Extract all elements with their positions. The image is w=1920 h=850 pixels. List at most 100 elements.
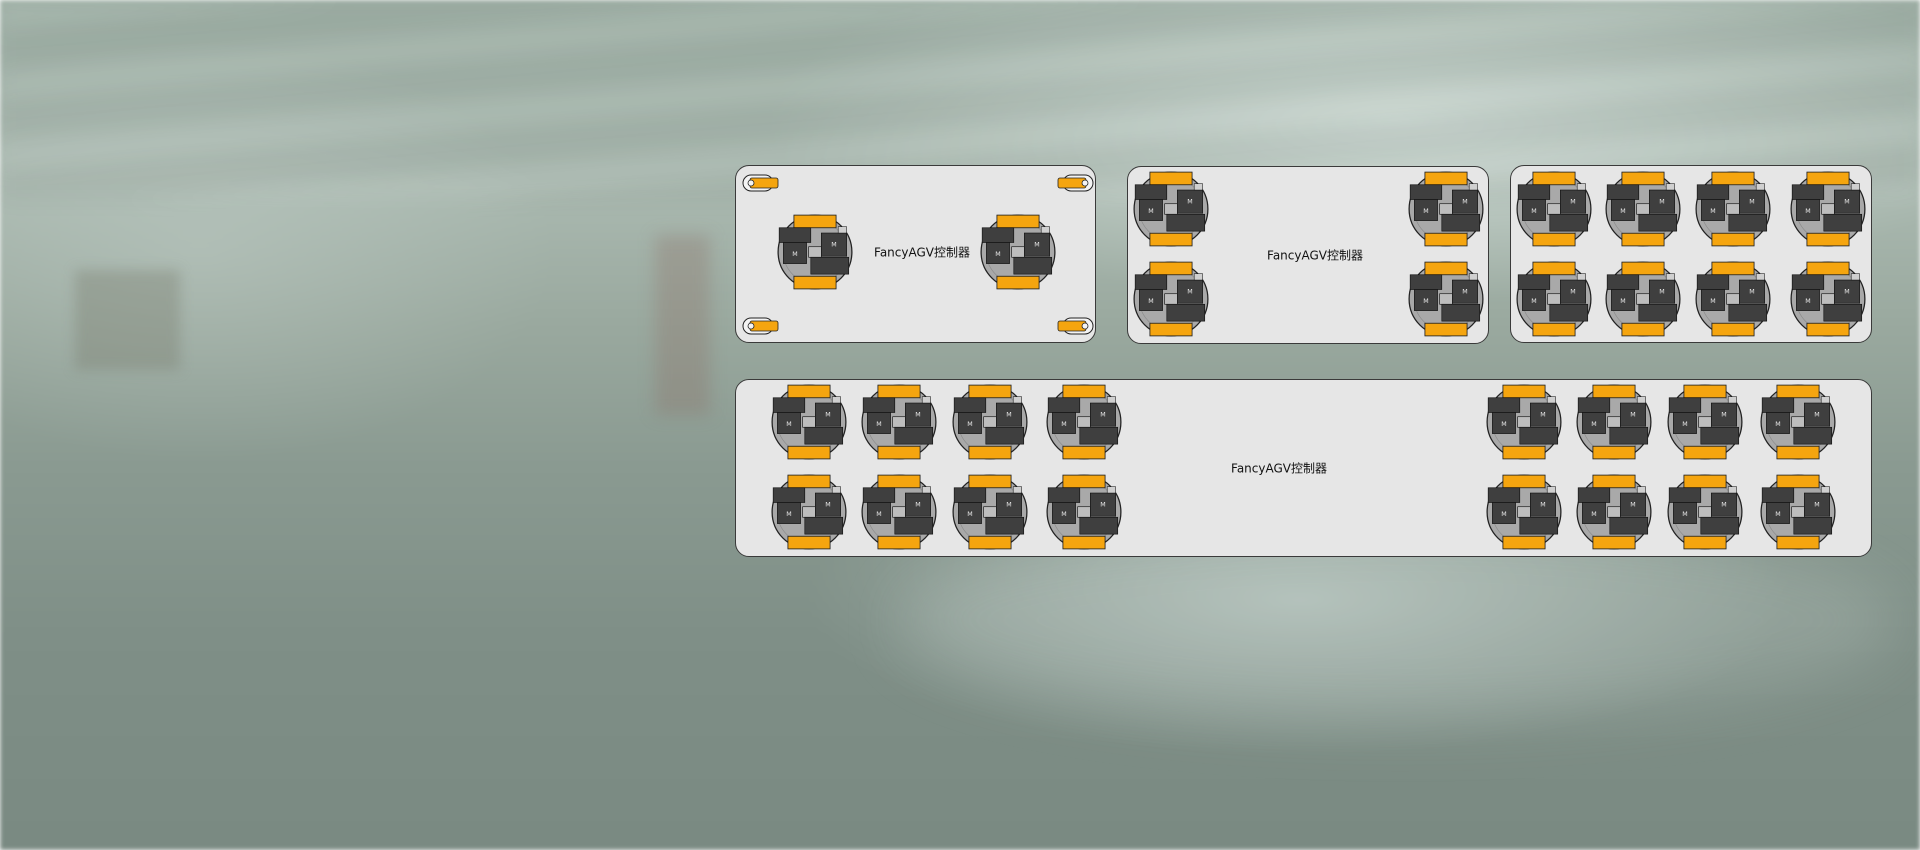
drive-unit-icon: MM bbox=[861, 384, 937, 460]
svg-text:M: M bbox=[1462, 289, 1467, 296]
drive-unit-icon: MM bbox=[1760, 474, 1836, 550]
drive-unit-icon: MM bbox=[1790, 171, 1866, 247]
svg-text:M: M bbox=[1721, 502, 1726, 509]
svg-text:M: M bbox=[1540, 502, 1545, 509]
svg-text:M: M bbox=[1659, 289, 1664, 296]
svg-text:M: M bbox=[1540, 412, 1545, 419]
svg-text:M: M bbox=[995, 251, 1000, 258]
drive-unit-icon: MM bbox=[1760, 384, 1836, 460]
svg-text:M: M bbox=[1148, 208, 1153, 215]
svg-text:M: M bbox=[915, 502, 920, 509]
svg-text:M: M bbox=[1148, 298, 1153, 305]
svg-text:M: M bbox=[1423, 208, 1428, 215]
background-pillar bbox=[655, 235, 710, 415]
svg-text:M: M bbox=[1006, 412, 1011, 419]
svg-text:M: M bbox=[1682, 511, 1687, 518]
drive-unit-icon: MM bbox=[861, 474, 937, 550]
svg-text:M: M bbox=[1187, 289, 1192, 296]
svg-text:M: M bbox=[1501, 511, 1506, 518]
cart-label: FancyAGV控制器 bbox=[874, 245, 970, 260]
drive-unit-icon: MM bbox=[1408, 171, 1484, 247]
svg-text:M: M bbox=[1749, 289, 1754, 296]
svg-text:M: M bbox=[1591, 511, 1596, 518]
svg-text:M: M bbox=[1814, 502, 1819, 509]
drive-unit-icon: MM bbox=[1516, 171, 1592, 247]
svg-text:M: M bbox=[1682, 421, 1687, 428]
svg-text:M: M bbox=[831, 242, 836, 249]
cart-label: FancyAGV控制器 bbox=[1267, 248, 1363, 263]
svg-text:M: M bbox=[1501, 421, 1506, 428]
drive-unit-icon: MM bbox=[952, 474, 1028, 550]
background-door bbox=[75, 270, 180, 370]
svg-text:M: M bbox=[1570, 289, 1575, 296]
drive-unit-icon: MM bbox=[1046, 474, 1122, 550]
svg-text:M: M bbox=[1061, 511, 1066, 518]
svg-text:M: M bbox=[1844, 289, 1849, 296]
svg-text:M: M bbox=[1187, 199, 1192, 206]
svg-text:M: M bbox=[967, 421, 972, 428]
drive-unit-icon: MM bbox=[1790, 261, 1866, 337]
svg-text:M: M bbox=[915, 412, 920, 419]
svg-text:M: M bbox=[1805, 208, 1810, 215]
svg-text:M: M bbox=[825, 412, 830, 419]
svg-text:M: M bbox=[1710, 208, 1715, 215]
caster-wheel-icon bbox=[742, 317, 779, 335]
svg-text:M: M bbox=[1814, 412, 1819, 419]
svg-text:M: M bbox=[1061, 421, 1066, 428]
drive-unit-icon: MM bbox=[1605, 261, 1681, 337]
drive-unit-icon: MM bbox=[1605, 171, 1681, 247]
caster-wheel-icon bbox=[1057, 174, 1094, 192]
svg-text:M: M bbox=[1630, 502, 1635, 509]
svg-text:M: M bbox=[1721, 412, 1726, 419]
drive-unit-icon: MM bbox=[1695, 261, 1771, 337]
drive-unit-icon: MM bbox=[771, 384, 847, 460]
drive-unit-icon: MM bbox=[1486, 384, 1562, 460]
svg-text:M: M bbox=[1620, 298, 1625, 305]
svg-text:M: M bbox=[1423, 298, 1428, 305]
svg-text:M: M bbox=[967, 511, 972, 518]
drive-unit-icon: MM bbox=[1576, 474, 1652, 550]
drive-unit-icon: MM bbox=[1576, 384, 1652, 460]
drive-unit-icon: MM bbox=[1133, 261, 1209, 337]
drive-unit-icon: MM bbox=[1133, 171, 1209, 247]
svg-text:M: M bbox=[1100, 502, 1105, 509]
drive-unit-icon: MM bbox=[1695, 171, 1771, 247]
svg-text:M: M bbox=[1531, 298, 1536, 305]
svg-text:M: M bbox=[1659, 199, 1664, 206]
svg-text:M: M bbox=[1775, 421, 1780, 428]
svg-text:M: M bbox=[1462, 199, 1467, 206]
svg-text:M: M bbox=[825, 502, 830, 509]
svg-text:M: M bbox=[1531, 208, 1536, 215]
svg-text:M: M bbox=[1006, 502, 1011, 509]
drive-unit-icon: MM bbox=[1516, 261, 1592, 337]
drive-unit-icon: MM bbox=[1667, 384, 1743, 460]
drive-unit-icon: MM bbox=[771, 474, 847, 550]
caster-wheel-icon bbox=[742, 174, 779, 192]
svg-text:M: M bbox=[792, 251, 797, 258]
svg-text:M: M bbox=[1749, 199, 1754, 206]
svg-text:M: M bbox=[1570, 199, 1575, 206]
drive-unit-icon: MM bbox=[777, 214, 853, 290]
drive-unit-icon: MM bbox=[952, 384, 1028, 460]
svg-text:M: M bbox=[1844, 199, 1849, 206]
drive-unit-icon: MM bbox=[1408, 261, 1484, 337]
drive-unit-icon: MM bbox=[1667, 474, 1743, 550]
svg-text:M: M bbox=[786, 421, 791, 428]
svg-text:M: M bbox=[1630, 412, 1635, 419]
svg-text:M: M bbox=[1620, 208, 1625, 215]
drive-unit-icon: MM bbox=[1486, 474, 1562, 550]
cart-label: FancyAGV控制器 bbox=[1231, 461, 1327, 476]
drive-unit-icon: MM bbox=[1046, 384, 1122, 460]
svg-text:M: M bbox=[1034, 242, 1039, 249]
svg-text:M: M bbox=[1775, 511, 1780, 518]
svg-text:M: M bbox=[786, 511, 791, 518]
drive-unit-icon: MM bbox=[980, 214, 1056, 290]
caster-wheel-icon bbox=[1057, 317, 1094, 335]
svg-text:M: M bbox=[1710, 298, 1715, 305]
svg-text:M: M bbox=[1100, 412, 1105, 419]
svg-text:M: M bbox=[876, 511, 881, 518]
